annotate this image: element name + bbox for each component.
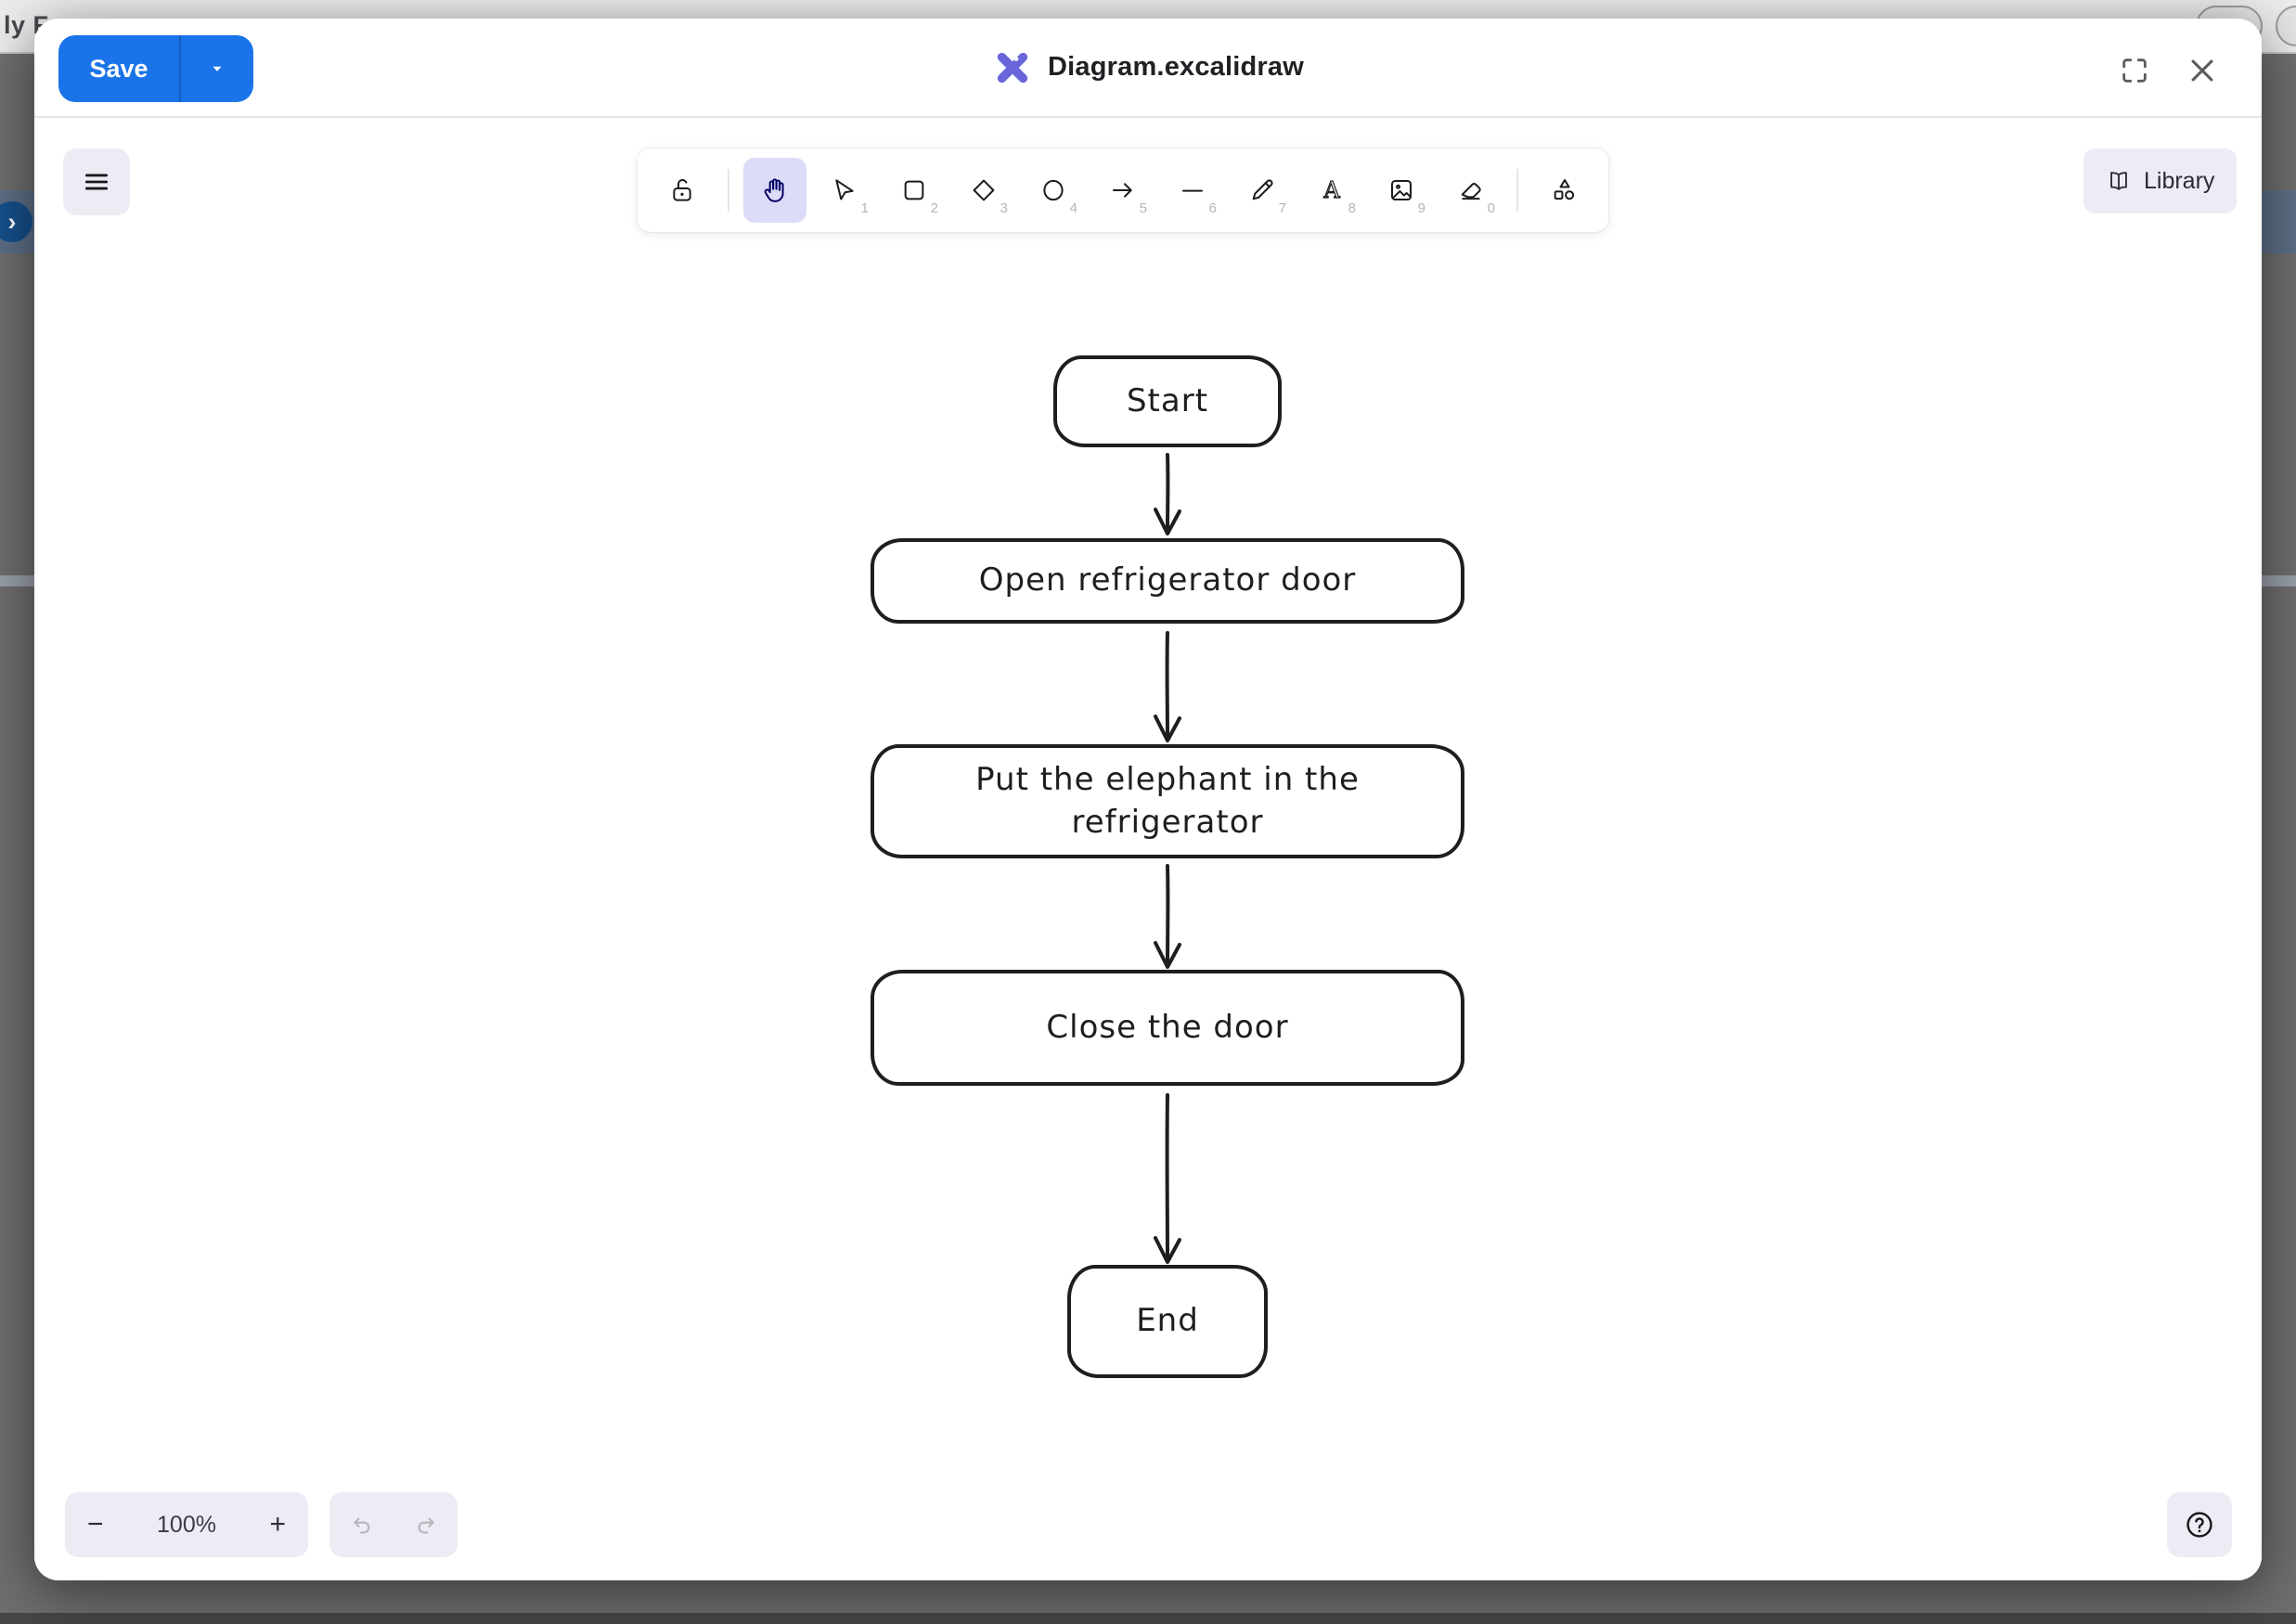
- redo-button[interactable]: [406, 1504, 446, 1545]
- help-button[interactable]: [2167, 1492, 2232, 1557]
- tool-lock[interactable]: [651, 158, 714, 223]
- ellipse-icon: [1043, 179, 1064, 201]
- fullscreen-icon: [2122, 58, 2147, 83]
- main-menu-button[interactable]: [63, 148, 130, 215]
- flowchart-node-end[interactable]: End: [1067, 1265, 1268, 1378]
- tool-more-shapes[interactable]: [1532, 158, 1595, 223]
- background-header-pill: [2276, 6, 2296, 46]
- flowchart-node-start[interactable]: Start: [1053, 355, 1282, 447]
- history-control: [329, 1492, 458, 1557]
- arrow-icon: [1113, 183, 1132, 198]
- tool-line[interactable]: 6: [1161, 158, 1224, 223]
- tool-rectangle[interactable]: 2: [883, 158, 946, 223]
- undo-icon: [353, 1517, 369, 1534]
- help-icon: [2186, 1512, 2212, 1538]
- tool-ellipse[interactable]: 4: [1022, 158, 1085, 223]
- zoom-out-button[interactable]: −: [87, 1509, 104, 1540]
- tool-selection[interactable]: 1: [813, 158, 876, 223]
- flowchart-node-close[interactable]: Close the door: [871, 970, 1464, 1086]
- svg-text:A: A: [1322, 177, 1340, 203]
- unlock-icon: [673, 179, 691, 201]
- file-title: Diagram.excalidraw: [1047, 52, 1305, 82]
- rectangle-icon: [904, 180, 924, 200]
- diamond-icon: [973, 179, 995, 201]
- pencil-icon: [1252, 179, 1273, 200]
- selection-cursor-icon: [835, 179, 854, 200]
- flowchart-node-put[interactable]: Put the elephant in the refrigerator: [871, 744, 1464, 858]
- background-footer-strip: [0, 1613, 2296, 1624]
- fullscreen-button[interactable]: [2116, 52, 2153, 89]
- toolbar-divider: [1516, 169, 1518, 212]
- eraser-icon: [1461, 183, 1481, 200]
- file-title-group: Diagram.excalidraw: [992, 19, 1304, 116]
- zoom-level[interactable]: 100%: [157, 1511, 216, 1538]
- modal-header: Save Diagram.excalidraw: [34, 19, 2262, 118]
- flowchart-node-open[interactable]: Open refrigerator door: [871, 538, 1464, 624]
- hand-icon: [764, 178, 784, 202]
- library-button[interactable]: Library: [2083, 148, 2238, 213]
- zoom-control: − 100% +: [65, 1492, 308, 1557]
- tool-hand[interactable]: [743, 158, 806, 223]
- undo-button[interactable]: [342, 1504, 382, 1545]
- shapes-icon: [1554, 179, 1575, 200]
- tool-toolbar: 1 2 3 4 5: [638, 148, 1608, 232]
- zoom-in-button[interactable]: +: [269, 1509, 286, 1540]
- close-button[interactable]: [2184, 52, 2221, 89]
- text-icon: A: [1322, 176, 1341, 203]
- excalidraw-modal: Save Diagram.excalidraw: [34, 19, 2262, 1580]
- tool-text[interactable]: A 8: [1300, 158, 1363, 223]
- save-button[interactable]: Save: [89, 54, 148, 83]
- line-icon: [1182, 189, 1203, 192]
- toolbar-divider: [728, 169, 729, 212]
- redo-icon: [418, 1517, 434, 1534]
- tool-eraser[interactable]: 0: [1439, 158, 1503, 223]
- image-icon: [1391, 180, 1412, 200]
- tool-image[interactable]: 9: [1370, 158, 1433, 223]
- save-split-button: Save: [58, 35, 253, 102]
- close-icon: [2191, 59, 2213, 82]
- hamburger-menu-icon: [84, 174, 109, 190]
- library-label: Library: [2144, 167, 2215, 194]
- tool-arrow[interactable]: 5: [1091, 158, 1154, 223]
- excalidraw-logo-icon: [997, 52, 1028, 83]
- book-icon: [2110, 172, 2127, 190]
- background-avatar-icon: ›: [0, 201, 32, 242]
- caret-down-icon: [213, 66, 222, 71]
- tool-diamond[interactable]: 3: [952, 158, 1015, 223]
- save-dropdown-button[interactable]: [179, 35, 253, 102]
- tool-draw[interactable]: 7: [1231, 158, 1294, 223]
